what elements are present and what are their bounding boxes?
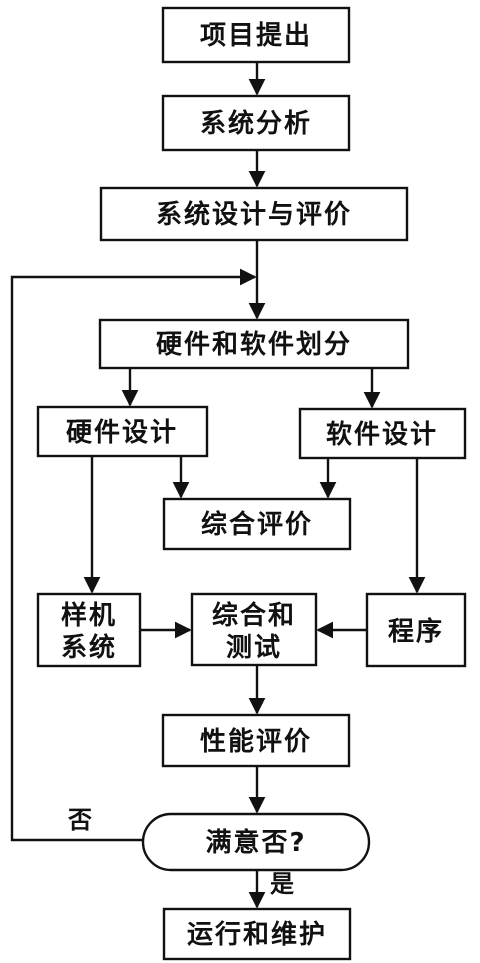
node-proposal-label: 项目提出 xyxy=(200,21,312,51)
node-operation: 运行和维护 xyxy=(162,907,352,961)
edge-feedback-loop xyxy=(10,268,257,842)
node-partition-label: 硬件和软件划分 xyxy=(156,330,352,360)
node-program: 程序 xyxy=(365,592,467,668)
node-joint-eval-label: 综合评价 xyxy=(201,509,313,540)
edge-label-yes: 是 xyxy=(270,870,294,898)
node-hw-design: 硬件设计 xyxy=(36,405,209,458)
node-prototype-label-line-1: 样机 xyxy=(61,600,117,631)
node-integrate: 综合和 测试 xyxy=(190,592,318,667)
node-analysis: 系统分析 xyxy=(161,94,351,152)
node-joint-eval: 综合评价 xyxy=(162,497,352,551)
node-analysis-label: 系统分析 xyxy=(200,108,312,139)
node-hw-design-label: 硬件设计 xyxy=(66,418,178,448)
node-integrate-label-line-2: 测试 xyxy=(226,633,282,663)
node-design-label: 系统设计与评价 xyxy=(156,199,352,230)
node-prototype: 样机 系统 xyxy=(36,592,142,668)
node-sw-design: 软件设计 xyxy=(298,407,467,460)
edge-label-no: 否 xyxy=(67,806,92,834)
node-performance-label: 性能评价 xyxy=(200,726,312,757)
node-proposal: 项目提出 xyxy=(161,6,351,64)
node-performance: 性能评价 xyxy=(161,713,351,768)
node-integrate-label-line-1: 综合和 xyxy=(212,600,296,631)
node-decision-label: 满意否? xyxy=(205,827,306,858)
node-design: 系统设计与评价 xyxy=(99,186,409,242)
node-program-label: 程序 xyxy=(388,616,444,647)
node-prototype-label-line-2: 系统 xyxy=(61,632,117,663)
node-operation-label: 运行和维护 xyxy=(187,919,327,950)
node-partition: 硬件和软件划分 xyxy=(98,318,410,370)
node-sw-design-label: 软件设计 xyxy=(326,420,438,450)
node-decision: 满意否? xyxy=(141,812,371,872)
